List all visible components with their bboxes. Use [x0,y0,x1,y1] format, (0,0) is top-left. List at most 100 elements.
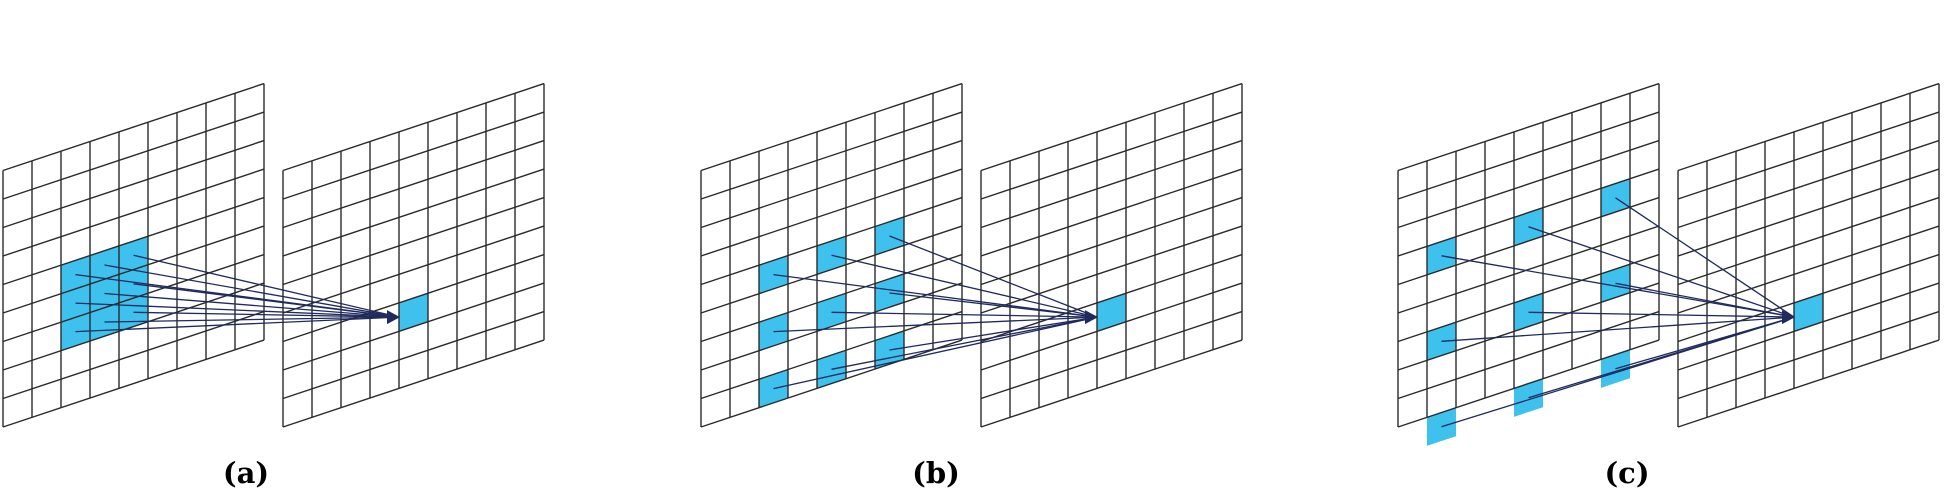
input-grid [2,82,265,428]
grid-line [980,282,1243,371]
panel-label-a: (a) [222,456,270,490]
grid-line [1677,139,1940,229]
grid-line [1677,282,1940,371]
panel-label-c: (c) [1604,456,1650,490]
grid-line [2,310,265,400]
grid-line [700,310,963,400]
output-cell [1794,293,1823,332]
grid-line [282,196,545,286]
input-cell [90,274,119,313]
input-cell [1601,178,1630,217]
grid-line [282,111,545,200]
grid-line [2,196,265,286]
grid-line [700,139,963,229]
input-cell [817,236,846,275]
output-grid [980,82,1243,428]
grid-line [282,82,545,172]
grid-line [282,253,545,343]
arrow-line [75,316,400,333]
panel-3 [1397,82,1940,446]
arrowhead-icon [387,310,400,325]
grid-line [980,310,1243,400]
receptive-field-arrows [1441,197,1795,428]
grid-line [1677,168,1940,257]
arrow-line [773,316,1098,333]
arrow-line [831,311,1098,318]
grid-line [980,339,1243,428]
arrow-line [1615,282,1795,318]
arrowhead-icon [1782,310,1795,325]
grid-line [2,111,265,200]
grid-line [700,111,963,200]
arrow-line [133,311,400,318]
input-highlighted-cells [61,236,148,351]
grid-line [980,225,1243,314]
grid-line [282,225,545,314]
arrow-line [104,316,400,323]
grid-line [700,196,963,286]
output-cell [399,293,428,332]
output-cell [1097,293,1126,332]
arrow-line [773,273,1098,318]
grid-line [1677,196,1940,286]
arrow-line [889,316,1098,351]
grid-line [1397,339,1660,428]
grid-line [2,339,265,428]
input-cell [1427,236,1456,275]
arrow-line [1528,226,1795,318]
grid-line [1397,82,1660,172]
input-highlighted-cells [1427,178,1630,446]
arrow-line [133,283,400,318]
grid-line [2,282,265,371]
grid-line [282,282,545,371]
grid-line [1677,225,1940,314]
input-grid [700,82,963,428]
grid-line [282,339,545,428]
panel-2 [700,82,1243,428]
grid-line [1397,111,1660,200]
output-grid [1677,82,1940,428]
arrowhead-icon [1085,310,1098,325]
grid-line [980,196,1243,286]
arrow-line [75,302,400,318]
input-cell [90,245,119,284]
arrow-line [831,316,1098,370]
grid-line [1397,282,1660,371]
arrow-line [1441,316,1795,342]
grid-line [1397,225,1660,314]
grid-line [282,139,545,229]
grid-line [980,111,1243,200]
arrow-line [104,292,400,318]
arrow-line [133,254,400,318]
grid-line [1677,310,1940,400]
grid-line [282,168,545,257]
grid-line [1677,111,1940,200]
grid-line [700,225,963,314]
output-grid [282,82,545,428]
grid-line [2,139,265,229]
grid-line [1677,339,1940,428]
arrow-line [104,264,400,318]
grid-line [980,168,1243,257]
input-cell [119,236,148,275]
grid-line [2,82,265,172]
grid-line [700,282,963,371]
grid-line [980,82,1243,172]
grid-line [700,253,963,343]
grid-line [1677,253,1940,343]
receptive-field-arrows [75,254,400,333]
grid-line [1677,82,1940,172]
arrow-line [889,292,1098,318]
grid-line [980,253,1243,343]
grid-line [1397,139,1660,229]
arrow-line [889,235,1098,318]
grid-line [980,139,1243,229]
grid-line [2,168,265,257]
receptive-field-arrows [773,235,1098,390]
arrow-line [1615,197,1795,318]
grid-line [2,253,265,343]
grid-line [1397,253,1660,343]
arrow-line [1441,255,1795,318]
input-grid [1397,82,1660,428]
